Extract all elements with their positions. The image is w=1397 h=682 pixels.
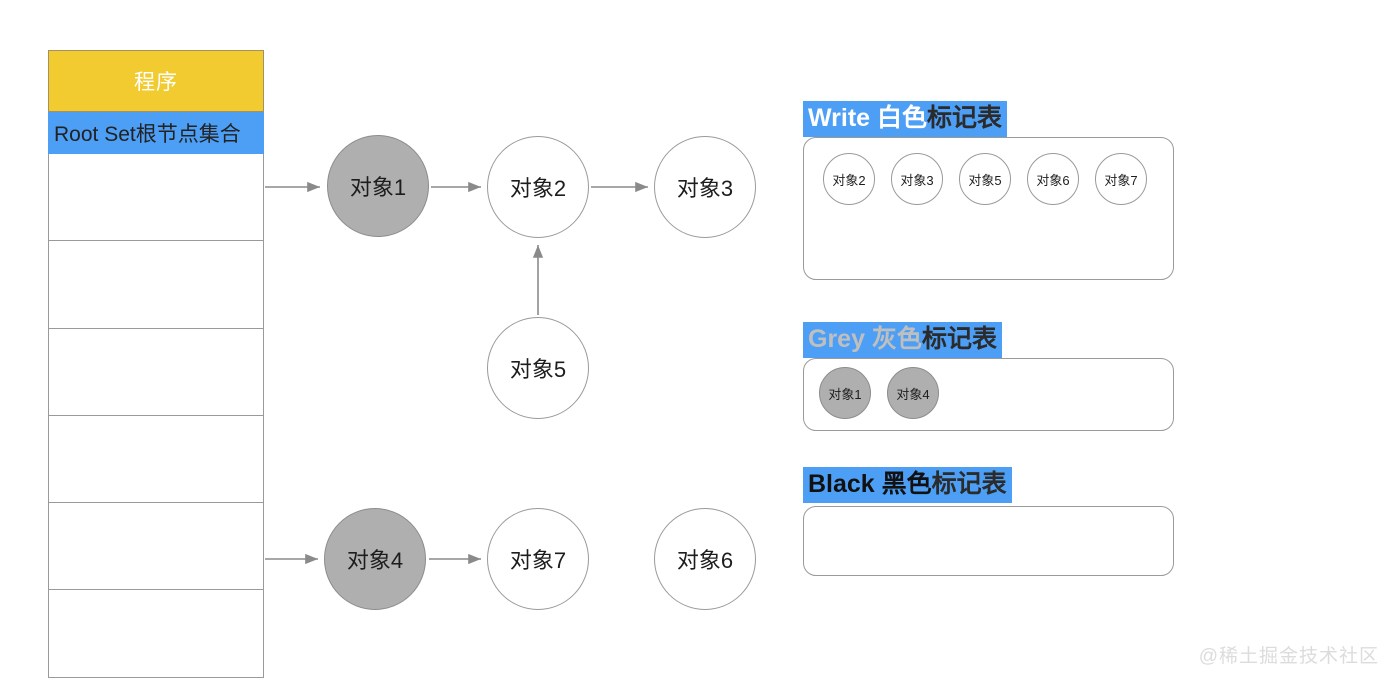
legend-keyword-black: Black [808,470,875,498]
legend-box-write: 对象2 对象3 对象5 对象6 对象7 [803,137,1174,280]
legend-title-grey: Grey 灰色标记表 [803,322,1002,359]
legend-title-write: Write 白色标记表 [803,101,1008,138]
legend-suffix-black: 标记表 [931,470,1007,498]
legend-suffix-grey: 标记表 [921,325,997,353]
watermark: @稀土掘金技术社区 [1198,646,1379,667]
legend-keyword-grey: Grey [808,325,865,353]
root-set-slots [48,154,264,678]
legend-colorword-black: 黑色 [874,470,932,498]
legend-title-black: Black 黑色标记表 [803,467,1012,504]
chip-obj1[interactable]: 对象1 [819,367,871,419]
table-row [49,329,263,416]
legend-box-black [803,506,1174,576]
legend-colorword-write: 白色 [870,104,928,132]
chip-obj5[interactable]: 对象5 [959,153,1011,205]
chip-obj4[interactable]: 对象4 [887,367,939,419]
table-row [49,590,263,677]
node-obj7[interactable]: 对象7 [487,508,589,610]
root-set-table: 程序 Root Set根节点集合 [48,50,264,678]
node-obj5[interactable]: 对象5 [487,317,589,419]
legend-keyword-write: Write [808,104,871,132]
table-row [49,154,263,242]
legend-box-grey: 对象1 对象4 [803,358,1174,431]
chip-obj6[interactable]: 对象6 [1027,153,1079,205]
table-row [49,241,263,329]
legend-suffix-write: 标记表 [927,104,1003,132]
chip-obj2[interactable]: 对象2 [823,153,875,205]
table-row [49,503,263,591]
root-set-header: Root Set根节点集合 [48,112,264,154]
table-row [49,416,263,504]
chip-obj7[interactable]: 对象7 [1095,153,1147,205]
chip-obj3[interactable]: 对象3 [891,153,943,205]
node-obj1[interactable]: 对象1 [327,135,429,237]
node-obj6[interactable]: 对象6 [654,508,756,610]
node-obj2[interactable]: 对象2 [487,136,589,238]
node-obj4[interactable]: 对象4 [324,508,426,610]
program-header: 程序 [48,50,264,112]
node-obj3[interactable]: 对象3 [654,136,756,238]
legend-colorword-grey: 灰色 [864,325,922,353]
